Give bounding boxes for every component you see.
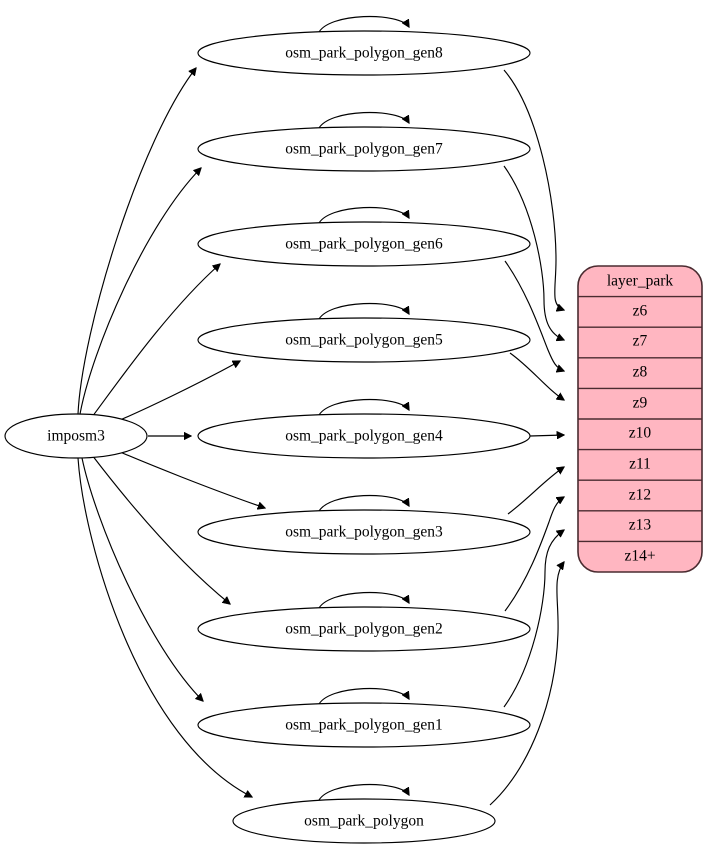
node-osm-park-polygon-gen2-label: osm_park_polygon_gen2 — [285, 621, 443, 638]
layer-park-row-separators — [578, 295, 702, 543]
edge-gen8-to-z6 — [503, 69, 564, 310]
self-loop-gen3 — [317, 494, 409, 514]
self-loop-gen6 — [317, 206, 409, 226]
self-loop-gen5 — [317, 302, 409, 322]
edge-imposm3-to-gen2 — [91, 454, 230, 604]
node-osm-park-polygon-gen7-label: osm_park_polygon_gen7 — [285, 141, 443, 158]
node-osm-park-polygon-gen3[interactable]: osm_park_polygon_gen3 — [197, 509, 531, 555]
graph-nodes: imposm3 osm_park_polygon_gen8 osm_park_p… — [4, 30, 531, 844]
node-imposm3[interactable]: imposm3 — [4, 413, 148, 459]
node-osm-park-polygon-gen6[interactable]: osm_park_polygon_gen6 — [197, 221, 531, 267]
node-osm-park-polygon-gen7[interactable]: osm_park_polygon_gen7 — [197, 126, 531, 172]
self-loop-gen1 — [317, 687, 409, 707]
node-osm-park-polygon-gen3-shape[interactable] — [197, 509, 531, 555]
node-osm-park-polygon-gen4-label: osm_park_polygon_gen4 — [285, 428, 443, 445]
edge-imposm3-to-gen6 — [91, 264, 220, 418]
layer-park-row-z7[interactable]: z7 — [633, 333, 648, 350]
node-imposm3-shape[interactable] — [4, 413, 148, 459]
edge-gen6-to-z8 — [504, 260, 564, 371]
node-osm-park-polygon-gen8[interactable]: osm_park_polygon_gen8 — [197, 30, 531, 76]
node-osm-park-polygon[interactable]: osm_park_polygon — [232, 798, 496, 844]
layer-park-row-z10[interactable]: z10 — [629, 425, 652, 442]
edge-imposm3-to-gen7 — [79, 168, 201, 415]
node-osm-park-polygon-gen1[interactable]: osm_park_polygon_gen1 — [197, 702, 531, 748]
layer-park-row-z11[interactable]: z11 — [629, 456, 651, 473]
layer-park-row-z14plus[interactable]: z14+ — [624, 548, 655, 565]
node-osm-park-polygon-gen5-shape[interactable] — [197, 317, 531, 363]
self-loop-gen8 — [317, 15, 409, 35]
node-osm-park-polygon-gen1-shape[interactable] — [197, 702, 531, 748]
edge-imposm3-to-gen5 — [112, 361, 240, 424]
edge-imposm3-to-osm-park-polygon — [77, 457, 252, 797]
node-osm-park-polygon-gen6-label: osm_park_polygon_gen6 — [285, 236, 443, 253]
node-osm-park-polygon-label: osm_park_polygon — [304, 813, 424, 830]
edge-gen7-to-z7 — [503, 165, 564, 340]
node-osm-park-polygon-gen1-label: osm_park_polygon_gen1 — [285, 717, 443, 734]
edges-from-imposm3 — [77, 68, 265, 797]
edge-gen5-to-z9 — [509, 352, 564, 400]
node-osm-park-polygon-shape[interactable] — [232, 798, 496, 844]
edge-osm-park-polygon-to-z14plus — [489, 562, 564, 806]
node-osm-park-polygon-gen5[interactable]: osm_park_polygon_gen5 — [197, 317, 531, 363]
node-osm-park-polygon-gen4-shape[interactable] — [197, 413, 531, 459]
node-osm-park-polygon-gen8-shape[interactable] — [197, 30, 531, 76]
node-imposm3-label: imposm3 — [47, 428, 105, 445]
self-loop-gen4 — [317, 398, 409, 418]
layer-park-table-header: layer_park — [607, 273, 674, 290]
self-loop-gen2 — [317, 591, 409, 611]
layer-park-row-z6[interactable]: z6 — [633, 303, 648, 320]
node-osm-park-polygon-gen7-shape[interactable] — [197, 126, 531, 172]
self-loop-edges — [317, 15, 409, 803]
self-loop-osm-park-polygon — [317, 783, 409, 803]
edge-imposm3-to-gen1 — [81, 457, 203, 701]
node-osm-park-polygon-gen3-label: osm_park_polygon_gen3 — [285, 524, 443, 541]
edges-to-layer-park-table — [489, 69, 564, 806]
node-osm-park-polygon-gen2[interactable]: osm_park_polygon_gen2 — [197, 606, 531, 652]
node-osm-park-polygon-gen8-label: osm_park_polygon_gen8 — [285, 45, 443, 62]
edge-gen4-to-z10 — [529, 435, 564, 436]
edge-gen1-to-z13 — [503, 530, 564, 708]
layer-park-row-z9[interactable]: z9 — [633, 395, 648, 412]
edge-imposm3-to-gen3 — [112, 448, 265, 508]
layer-park-row-z8[interactable]: z8 — [633, 364, 648, 381]
layer-park-row-z13[interactable]: z13 — [629, 517, 652, 534]
layer-park-row-z12[interactable]: z12 — [629, 487, 651, 504]
layer-park-table[interactable]: layer_park z6 z7 z8 z9 z10 z11 z12 z13 z… — [577, 265, 703, 573]
edge-imposm3-to-gen8 — [77, 68, 196, 415]
node-osm-park-polygon-gen6-shape[interactable] — [197, 221, 531, 267]
self-loop-gen7 — [317, 111, 409, 131]
node-osm-park-polygon-gen4[interactable]: osm_park_polygon_gen4 — [197, 413, 531, 459]
edge-gen3-to-z11 — [507, 467, 564, 515]
node-osm-park-polygon-gen5-label: osm_park_polygon_gen5 — [285, 332, 443, 349]
edge-gen2-to-z12 — [504, 497, 564, 612]
node-osm-park-polygon-gen2-shape[interactable] — [197, 606, 531, 652]
